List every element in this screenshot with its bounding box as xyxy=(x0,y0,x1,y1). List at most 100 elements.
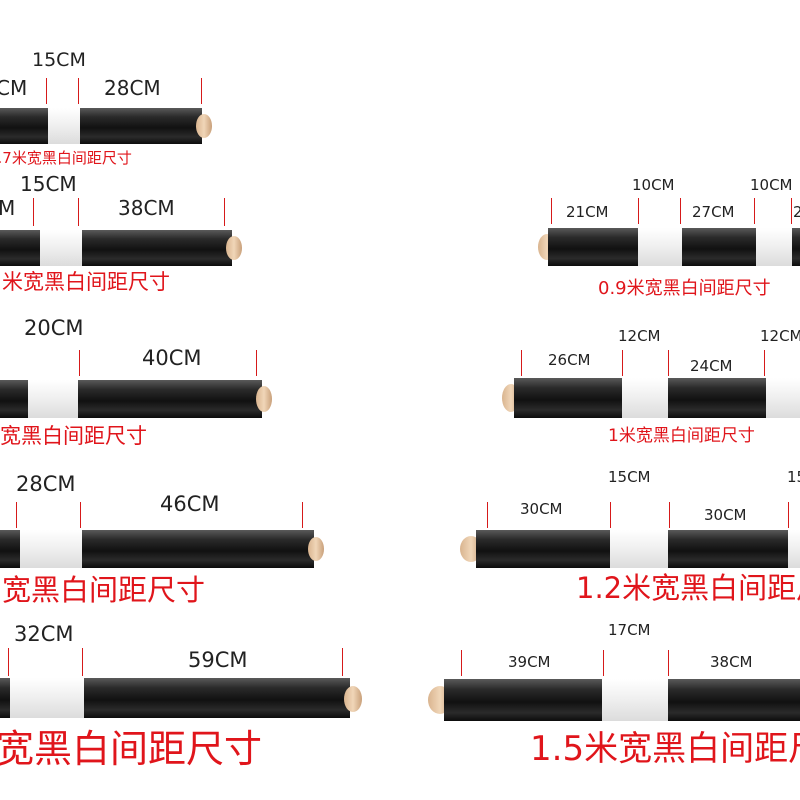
dimension-label: 17CM xyxy=(608,621,651,639)
dimension-tick xyxy=(622,350,623,376)
black-segment xyxy=(0,678,10,718)
black-segment xyxy=(0,108,48,144)
black-segment xyxy=(668,679,800,721)
dimension-label: 40CM xyxy=(142,346,202,370)
dimension-label: 39CM xyxy=(508,653,551,671)
dimension-label: 20CM xyxy=(24,316,84,340)
roll-caption: 0.7米宽黑白间距尺寸 xyxy=(0,149,132,167)
dimension-label: 21CM xyxy=(566,203,609,221)
roll-core xyxy=(226,236,242,260)
black-segment xyxy=(548,228,638,266)
dimension-tick xyxy=(82,648,83,676)
roll-caption: 宽黑白间距尺寸 xyxy=(0,727,263,771)
dimension-tick xyxy=(791,198,792,224)
white-segment xyxy=(638,228,682,266)
black-segment xyxy=(476,530,610,568)
white-segment xyxy=(20,530,82,568)
dimension-tick xyxy=(46,78,47,104)
white-segment xyxy=(788,530,800,568)
dimension-tick xyxy=(610,502,611,528)
dimension-label: 27CM xyxy=(692,203,735,221)
roll-core xyxy=(344,686,362,712)
dimension-tick xyxy=(551,198,552,224)
black-segment xyxy=(84,678,350,718)
dimension-label: CM xyxy=(0,76,28,100)
black-segment xyxy=(668,530,788,568)
roll-caption: 1.5米宽黑白间距尺寸 xyxy=(530,729,800,769)
dimension-label: 15 xyxy=(787,468,800,486)
dimension-tick xyxy=(16,502,17,528)
black-segment xyxy=(80,108,202,144)
dimension-label: 15CM xyxy=(20,172,77,196)
dimension-tick xyxy=(788,502,789,528)
dimension-label: 28CM xyxy=(16,472,76,496)
black-segment xyxy=(792,228,800,266)
black-segment xyxy=(0,530,20,568)
roll-caption: 0.9米宽黑白间距尺寸 xyxy=(598,278,771,299)
dimension-tick xyxy=(487,502,488,528)
dimension-tick xyxy=(79,350,80,376)
dimension-label: 38CM xyxy=(710,653,753,671)
dimension-label: 12CM xyxy=(618,327,661,345)
dimension-label: 10CM xyxy=(750,176,793,194)
dimension-label: 26CM xyxy=(548,351,591,369)
dimension-label: 46CM xyxy=(160,492,220,516)
dimension-label: 28CM xyxy=(104,76,161,100)
dimension-label: 59CM xyxy=(188,648,248,672)
dimension-tick xyxy=(668,350,669,376)
white-segment xyxy=(48,108,80,144)
black-segment xyxy=(668,378,766,418)
black-segment xyxy=(82,530,314,568)
black-segment xyxy=(82,230,232,266)
dimension-tick xyxy=(668,650,669,676)
white-segment xyxy=(602,679,668,721)
dimension-label: M xyxy=(0,196,16,220)
dimension-tick xyxy=(680,198,681,224)
dimension-tick xyxy=(80,502,81,528)
dimension-tick xyxy=(302,502,303,528)
dimension-label: 38CM xyxy=(118,196,175,220)
roll-core xyxy=(308,537,324,561)
white-segment xyxy=(40,230,82,266)
roll-caption: 1.2米宽黑白间距尺寸 xyxy=(576,571,800,605)
black-segment xyxy=(444,679,602,721)
dimension-label: 24CM xyxy=(690,357,733,375)
black-segment xyxy=(0,230,40,266)
dimension-tick xyxy=(78,78,79,104)
white-segment xyxy=(622,378,668,418)
dimension-tick xyxy=(669,502,670,528)
dimension-tick xyxy=(224,198,225,226)
black-segment xyxy=(514,378,622,418)
dimension-label: 30CM xyxy=(704,506,747,524)
dimension-tick xyxy=(78,198,79,226)
dimension-tick xyxy=(638,198,639,224)
dimension-label: 10CM xyxy=(632,176,675,194)
white-segment xyxy=(10,678,84,718)
dimension-label: 12CM xyxy=(760,327,800,345)
dimension-tick xyxy=(342,648,343,676)
roll-caption: 米宽黑白间距尺寸 xyxy=(2,270,170,294)
dimension-label: 32CM xyxy=(14,622,74,646)
white-segment xyxy=(28,380,78,418)
dimension-tick xyxy=(201,78,202,104)
dimension-tick xyxy=(754,198,755,224)
dimension-tick xyxy=(764,350,765,376)
white-segment xyxy=(766,378,800,418)
black-segment xyxy=(682,228,756,266)
roll-caption: 宽黑白间距尺寸 xyxy=(2,573,206,607)
dimension-label: 2 xyxy=(793,203,800,221)
dimension-tick xyxy=(256,350,257,376)
black-segment xyxy=(78,380,262,418)
roll-core xyxy=(196,114,212,138)
dimension-tick xyxy=(603,650,604,676)
dimension-label: 15CM xyxy=(608,468,651,486)
dimension-tick xyxy=(461,650,462,676)
roll-caption: 宽黑白间距尺寸 xyxy=(0,424,147,448)
dimension-tick xyxy=(8,648,9,676)
white-segment xyxy=(756,228,792,266)
roll-caption: 1米宽黑白间距尺寸 xyxy=(608,426,755,446)
dimension-tick xyxy=(521,350,522,376)
dimension-label: 30CM xyxy=(520,500,563,518)
white-segment xyxy=(610,530,668,568)
